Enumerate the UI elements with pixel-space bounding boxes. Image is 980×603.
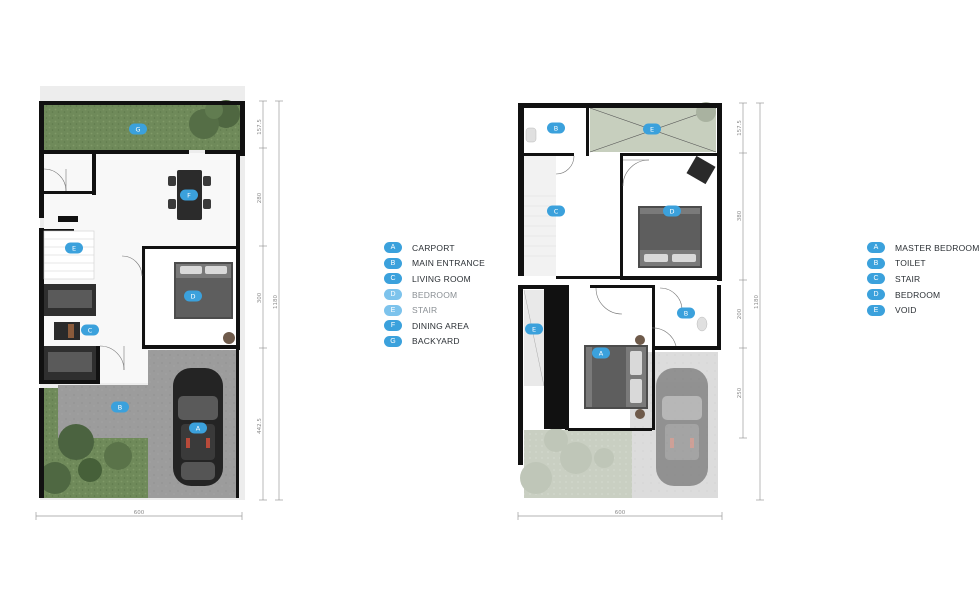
svg-text:C: C [554,207,559,215]
door-swing [555,155,683,347]
first-floor-plan: B E C D E B A [518,102,722,498]
legend-badge: C [384,273,402,285]
legend-label: TOILET [895,258,926,269]
legend-item-toilet: B TOILET [867,256,977,272]
legend-item-living-room: C LIVING ROOM [384,271,494,287]
legend-badge: E [867,304,885,316]
legend-item-master-bedroom: A MASTER BEDROOM [867,240,980,256]
toilet-icon [525,127,708,332]
sofa-icon [44,284,96,380]
legend-item-main-entrance: B MAIN ENTRANCE [384,256,494,272]
legend-label: CARPORT [412,242,455,253]
legend-item-stair: C STAIR [867,271,977,287]
stair-icon [43,230,95,280]
legend-item-void: E VOID [867,302,977,318]
legend-badge: F [384,320,402,332]
ff-room-marker: E [525,323,543,335]
legend-label: BEDROOM [895,289,941,300]
svg-text:G: G [135,125,140,133]
gf-dim-label: 157.5 [257,119,263,135]
ff-dim-label: 200 [737,308,743,319]
svg-text:E: E [532,325,536,333]
legend-badge: D [867,289,885,301]
legend-item-dining-area: F DINING AREA [384,318,494,334]
svg-text:C: C [88,326,93,334]
gf-room-marker: C [81,324,99,336]
legend-badge: C [867,273,885,285]
gf-room-marker: E [65,242,83,254]
tree-icon [39,424,132,494]
gf-dim-width: 600 [134,510,145,516]
legend-badge: B [867,257,885,269]
svg-text:F: F [187,191,191,199]
ff-dim-label: 380 [737,210,743,221]
gf-room-marker: D [184,290,202,302]
bed-icon [174,262,235,344]
gf-dim-label: 442.5 [257,418,263,434]
legend-label: STAIR [412,305,438,316]
ff-dim-label: 157.5 [737,120,743,136]
svg-text:E: E [650,125,654,133]
gf-dim-label: 280 [257,192,263,203]
svg-text:B: B [118,403,122,411]
gf-dim-label: 300 [257,292,263,303]
legend-label: STAIR [895,273,921,284]
bed-icon [584,335,648,419]
svg-text:D: D [669,207,674,215]
tree-icon [189,100,240,139]
svg-text:B: B [554,124,558,132]
svg-text:A: A [196,424,201,432]
gf-room-marker: A [189,422,207,434]
tree-icon [520,428,614,494]
legend-label: MAIN ENTRANCE [412,258,485,269]
ff-room-marker: D [663,205,681,217]
legend-item-bedroom: D BEDROOM [867,287,977,303]
gf-dim-total: 1180 [273,295,279,309]
first-floor-legend: A MASTER BEDROOM B TOILET C STAIR D BEDR… [867,240,980,318]
legend-label: BACKYARD [412,336,460,347]
ground-floor-legend: A CARPORT B MAIN ENTRANCE C LIVING ROOM … [384,240,494,349]
ground-floor-plan: G F E D C B A [39,86,245,500]
legend-item-carport: A CARPORT [384,240,494,256]
ff-room-marker: A [592,347,610,359]
first-floor-walls [518,103,722,465]
ff-room-marker: B [677,307,695,319]
svg-text:B: B [684,309,688,317]
legend-label: DINING AREA [412,320,469,331]
ground-floor-walls [39,101,245,498]
ground-floor-dimensions [35,100,283,520]
ff-room-marker: B [547,122,565,134]
ff-room-marker: E [643,123,661,135]
legend-item-backyard: G BACKYARD [384,334,494,350]
ff-dim-label: 250 [737,387,743,398]
legend-label: MASTER BEDROOM [895,242,980,253]
legend-badge: B [384,257,402,269]
gf-room-marker: G [129,123,147,135]
ff-dim-width: 600 [615,510,626,516]
bed-icon [638,155,716,268]
first-floor-dimensions [517,102,764,520]
legend-item-stair: E STAIR [384,302,494,318]
ff-dim-total: 1180 [754,295,760,309]
legend-label: BEDROOM [412,289,458,300]
svg-text:D: D [190,292,195,300]
ff-room-marker: C [547,205,565,217]
door-swing [43,168,143,371]
legend-badge: D [384,289,402,301]
car-icon [656,368,708,486]
gf-room-marker: B [111,401,129,413]
legend-badge: G [384,335,402,347]
legend-label: VOID [895,305,917,316]
legend-label: LIVING ROOM [412,273,471,284]
legend-item-bedroom: D BEDROOM [384,287,494,303]
legend-badge: A [867,242,885,254]
gf-room-marker: F [180,189,198,201]
legend-badge: A [384,242,402,254]
svg-text:E: E [72,244,76,252]
legend-badge: E [384,304,402,316]
svg-text:A: A [599,349,604,357]
